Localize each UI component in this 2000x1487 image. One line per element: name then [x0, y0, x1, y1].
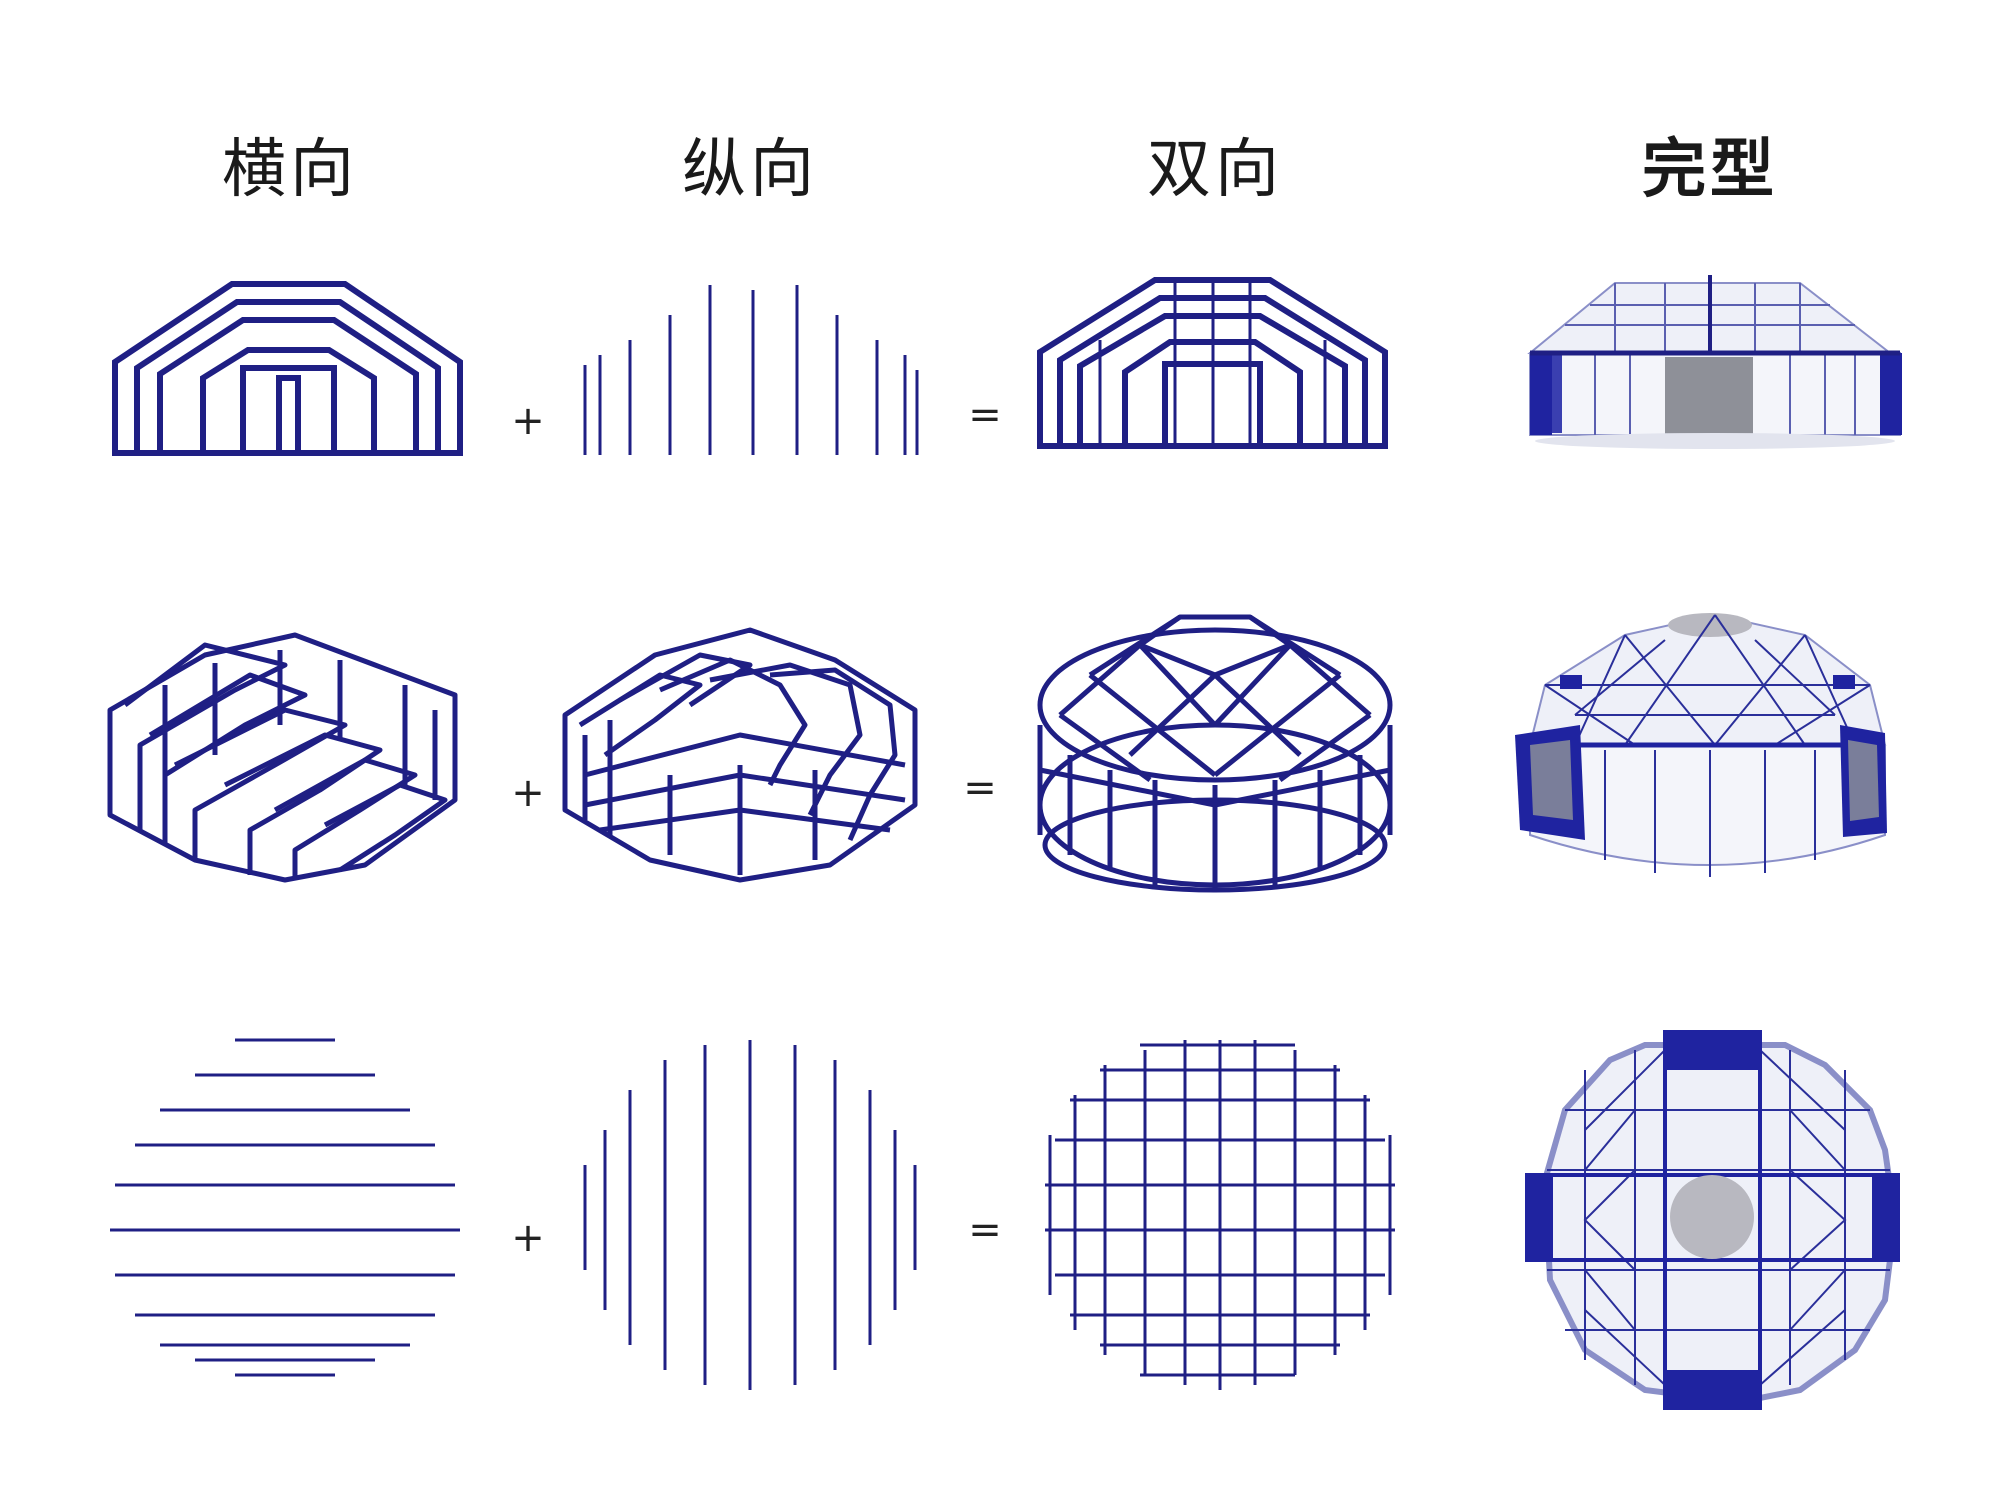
elevation-vertical-lines	[583, 285, 919, 455]
equals-sign-row1: =	[968, 392, 1002, 438]
elevation-bidirectional-frames	[1037, 277, 1388, 449]
plan-complete-model	[1525, 1030, 1900, 1410]
axon-bidirectional-grid	[1037, 614, 1393, 893]
elevation-horizontal-frames	[112, 281, 463, 456]
axon-horizontal-frames	[107, 632, 458, 883]
axon-vertical-frames	[562, 627, 918, 883]
elevation-complete-model	[1527, 275, 1902, 449]
plan-vertical-lines	[583, 1040, 917, 1390]
plus-sign-row3: +	[511, 1215, 545, 1261]
plan-horizontal-lines	[110, 1038, 460, 1377]
plus-sign-row2: +	[511, 770, 545, 816]
header-bidirectional: 双向	[1147, 133, 1283, 207]
header-vertical: 纵向	[682, 133, 818, 207]
axon-complete-model	[1515, 613, 1887, 877]
equals-sign-row3: =	[968, 1207, 1002, 1253]
plan-bidirectional-grid	[1045, 1040, 1395, 1390]
header-horizontal: 横向	[222, 133, 358, 207]
plus-sign-row1: +	[511, 398, 545, 444]
header-complete: 完型	[1642, 133, 1778, 207]
equals-sign-row2: =	[963, 765, 997, 811]
